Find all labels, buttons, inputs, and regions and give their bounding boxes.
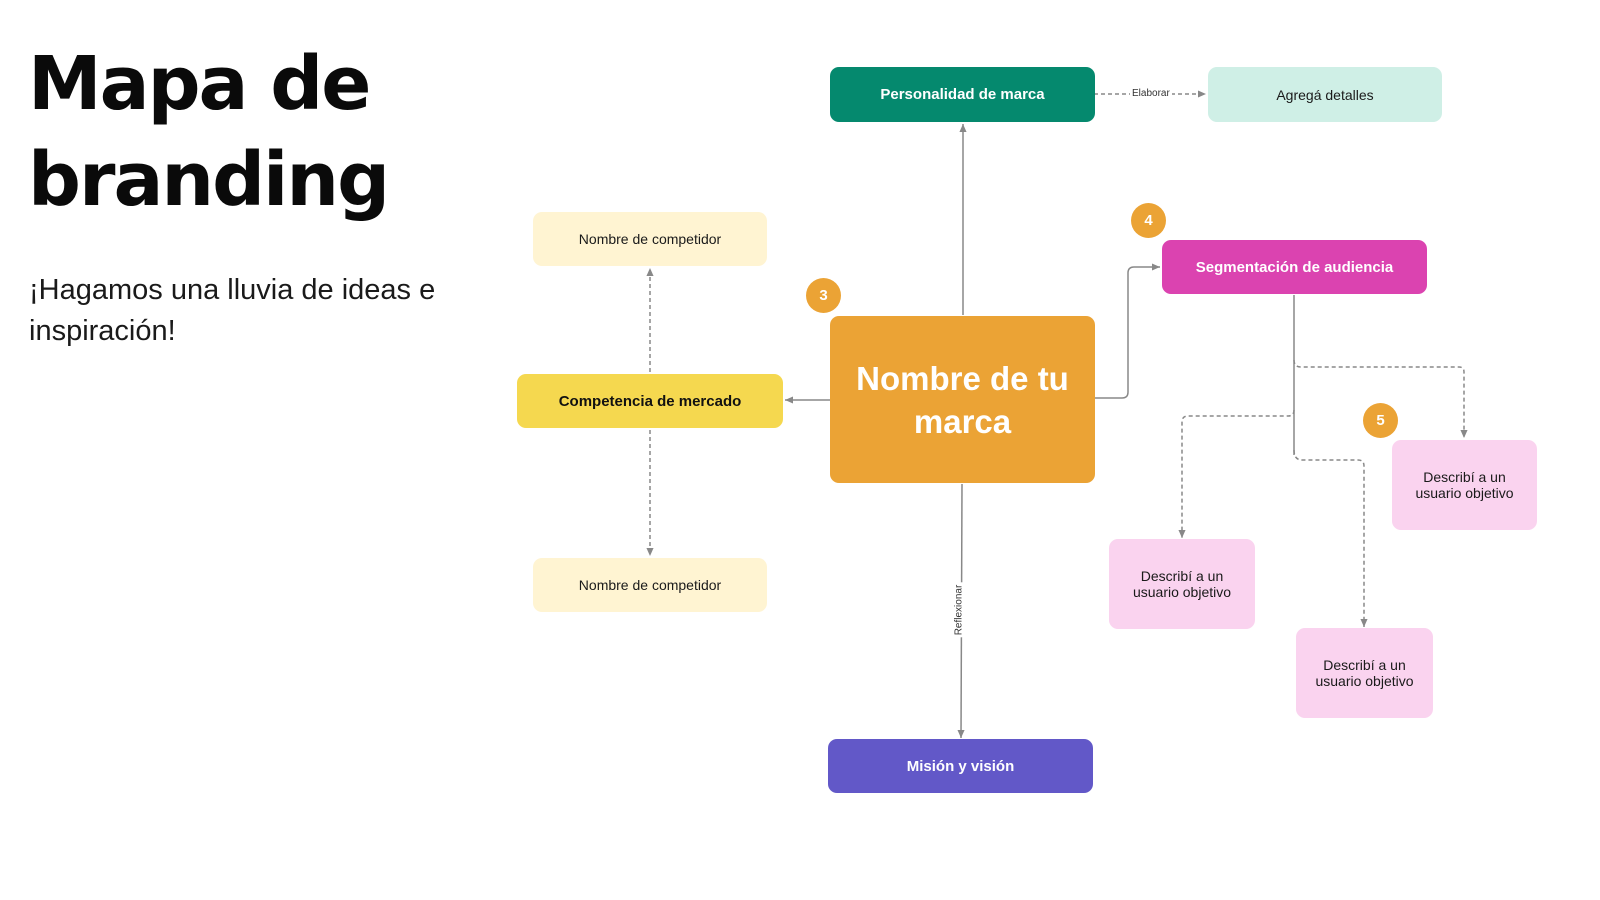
edge-label-elaborar: Elaborar (1130, 88, 1172, 100)
node-center-brand[interactable]: Nombre de tu marca (830, 316, 1095, 483)
node-personality[interactable]: Personalidad de marca (830, 67, 1095, 122)
node-audience[interactable]: Segmentación de audiencia (1162, 240, 1427, 294)
node-mission[interactable]: Misión y visión (828, 739, 1093, 793)
badge-audience: 4 (1131, 203, 1166, 238)
node-user-left[interactable]: Describí a un usuario objetivo (1109, 539, 1255, 629)
edge-audience-user-left (1178, 409, 1295, 538)
node-user-middle[interactable]: Describí a un usuario objetivo (1296, 628, 1433, 718)
edge-audience-user-middle (1293, 449, 1368, 627)
edge-audience-user-right (1293, 359, 1468, 438)
edge-label-reflexionar: Reflexionar (953, 582, 966, 638)
node-user-right[interactable]: Describí a un usuario objetivo (1392, 440, 1537, 530)
page-title: Mapa de branding (28, 41, 390, 223)
node-competitor-bottom[interactable]: Nombre de competidor (533, 558, 767, 612)
node-competition[interactable]: Competencia de mercado (517, 374, 783, 428)
edge-center-audience (1095, 263, 1160, 399)
badge-users: 5 (1363, 403, 1398, 438)
node-competitor-top[interactable]: Nombre de competidor (533, 212, 767, 266)
node-personality-detail[interactable]: Agregá detalles (1208, 67, 1442, 122)
page-subtitle: ¡Hagamos una lluvia de ideas e inspiraci… (29, 274, 436, 347)
badge-competition: 3 (806, 278, 841, 313)
